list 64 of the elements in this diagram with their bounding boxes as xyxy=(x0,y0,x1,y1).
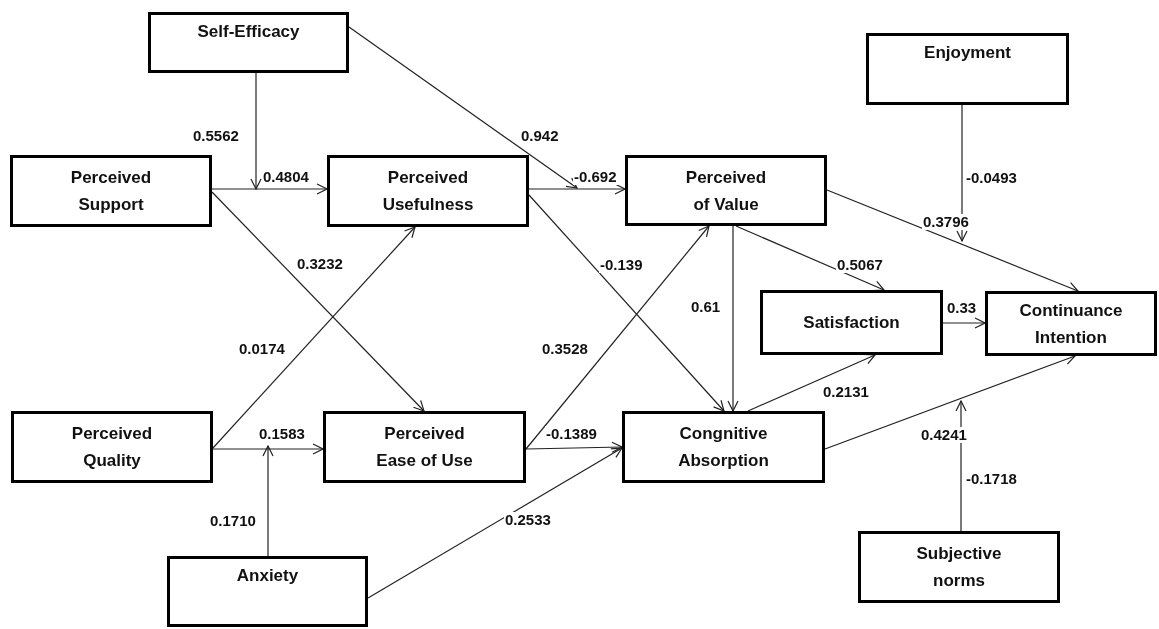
construct-box xyxy=(625,155,827,226)
edge-label: 0.61 xyxy=(690,299,722,315)
node-label: Anxiety xyxy=(235,565,300,587)
construct-box xyxy=(11,411,213,483)
construct-box xyxy=(148,12,349,73)
arrow xyxy=(262,445,274,557)
arrow xyxy=(528,183,626,195)
construct-box xyxy=(985,291,1157,356)
edge-label: 0.5562 xyxy=(192,128,240,144)
construct-box xyxy=(622,411,825,483)
edge-label: 0.4804 xyxy=(262,169,310,185)
construct-box xyxy=(866,33,1069,105)
arrow xyxy=(747,353,876,412)
edge-label: 0.5067 xyxy=(836,257,884,273)
edge-label: -0.1389 xyxy=(545,426,598,442)
edge-label: 0.3528 xyxy=(541,341,589,357)
arrow xyxy=(735,225,885,292)
node-label: Satisfaction xyxy=(802,312,901,334)
node-label: Continuance Intention xyxy=(1018,299,1124,349)
edge-label: 0.1583 xyxy=(258,426,306,442)
node-label: Perceived Quality xyxy=(70,423,154,472)
arrow xyxy=(525,225,710,450)
arrow xyxy=(525,441,623,453)
edge-label: 0.2131 xyxy=(822,384,870,400)
node-label: Perceived Usefulness xyxy=(381,167,475,216)
arrow xyxy=(367,447,623,599)
edge-label: 0.1710 xyxy=(209,513,257,529)
arrow xyxy=(211,191,425,412)
arrow xyxy=(824,354,1076,450)
edge-label: 0.2533 xyxy=(504,512,552,528)
construct-box xyxy=(10,155,212,227)
edge-label: 0.3232 xyxy=(296,256,344,272)
arrow xyxy=(211,183,328,195)
arrow xyxy=(348,26,578,189)
node-label: Enjoyment xyxy=(923,42,1012,64)
edge-label: 0.0174 xyxy=(238,341,286,357)
edge-label: -0.692 xyxy=(573,169,618,185)
construct-box xyxy=(858,531,1060,603)
node-label: Self-Efficacy xyxy=(196,21,301,43)
arrow xyxy=(727,225,739,412)
construct-box xyxy=(167,556,368,627)
edge-label: 0.4241 xyxy=(920,427,968,443)
node-label: Subjective norms xyxy=(915,543,1003,592)
edge-label: 0.942 xyxy=(520,128,560,144)
arrow xyxy=(942,317,986,329)
edge-label: -0.1718 xyxy=(965,471,1018,487)
arrow xyxy=(956,104,968,242)
arrow xyxy=(250,72,262,190)
edge-label: 0.3796 xyxy=(922,214,970,230)
node-label: Congnitive Absorption xyxy=(677,423,770,472)
edge-label: -0.0493 xyxy=(965,170,1018,186)
node-label: Perceived of Value xyxy=(684,166,768,216)
node-label: Perceived Support xyxy=(69,167,153,216)
arrow xyxy=(212,226,416,449)
arrow xyxy=(955,400,967,532)
arrow xyxy=(212,443,324,455)
edge-label: -0.139 xyxy=(599,257,644,273)
arrow xyxy=(826,189,1079,293)
construct-box xyxy=(760,290,943,355)
arrow xyxy=(528,194,725,412)
edge-label: 0.33 xyxy=(946,300,978,316)
construct-box xyxy=(327,155,529,227)
construct-box xyxy=(323,411,526,483)
node-label: Perceived Ease of Use xyxy=(375,423,474,472)
